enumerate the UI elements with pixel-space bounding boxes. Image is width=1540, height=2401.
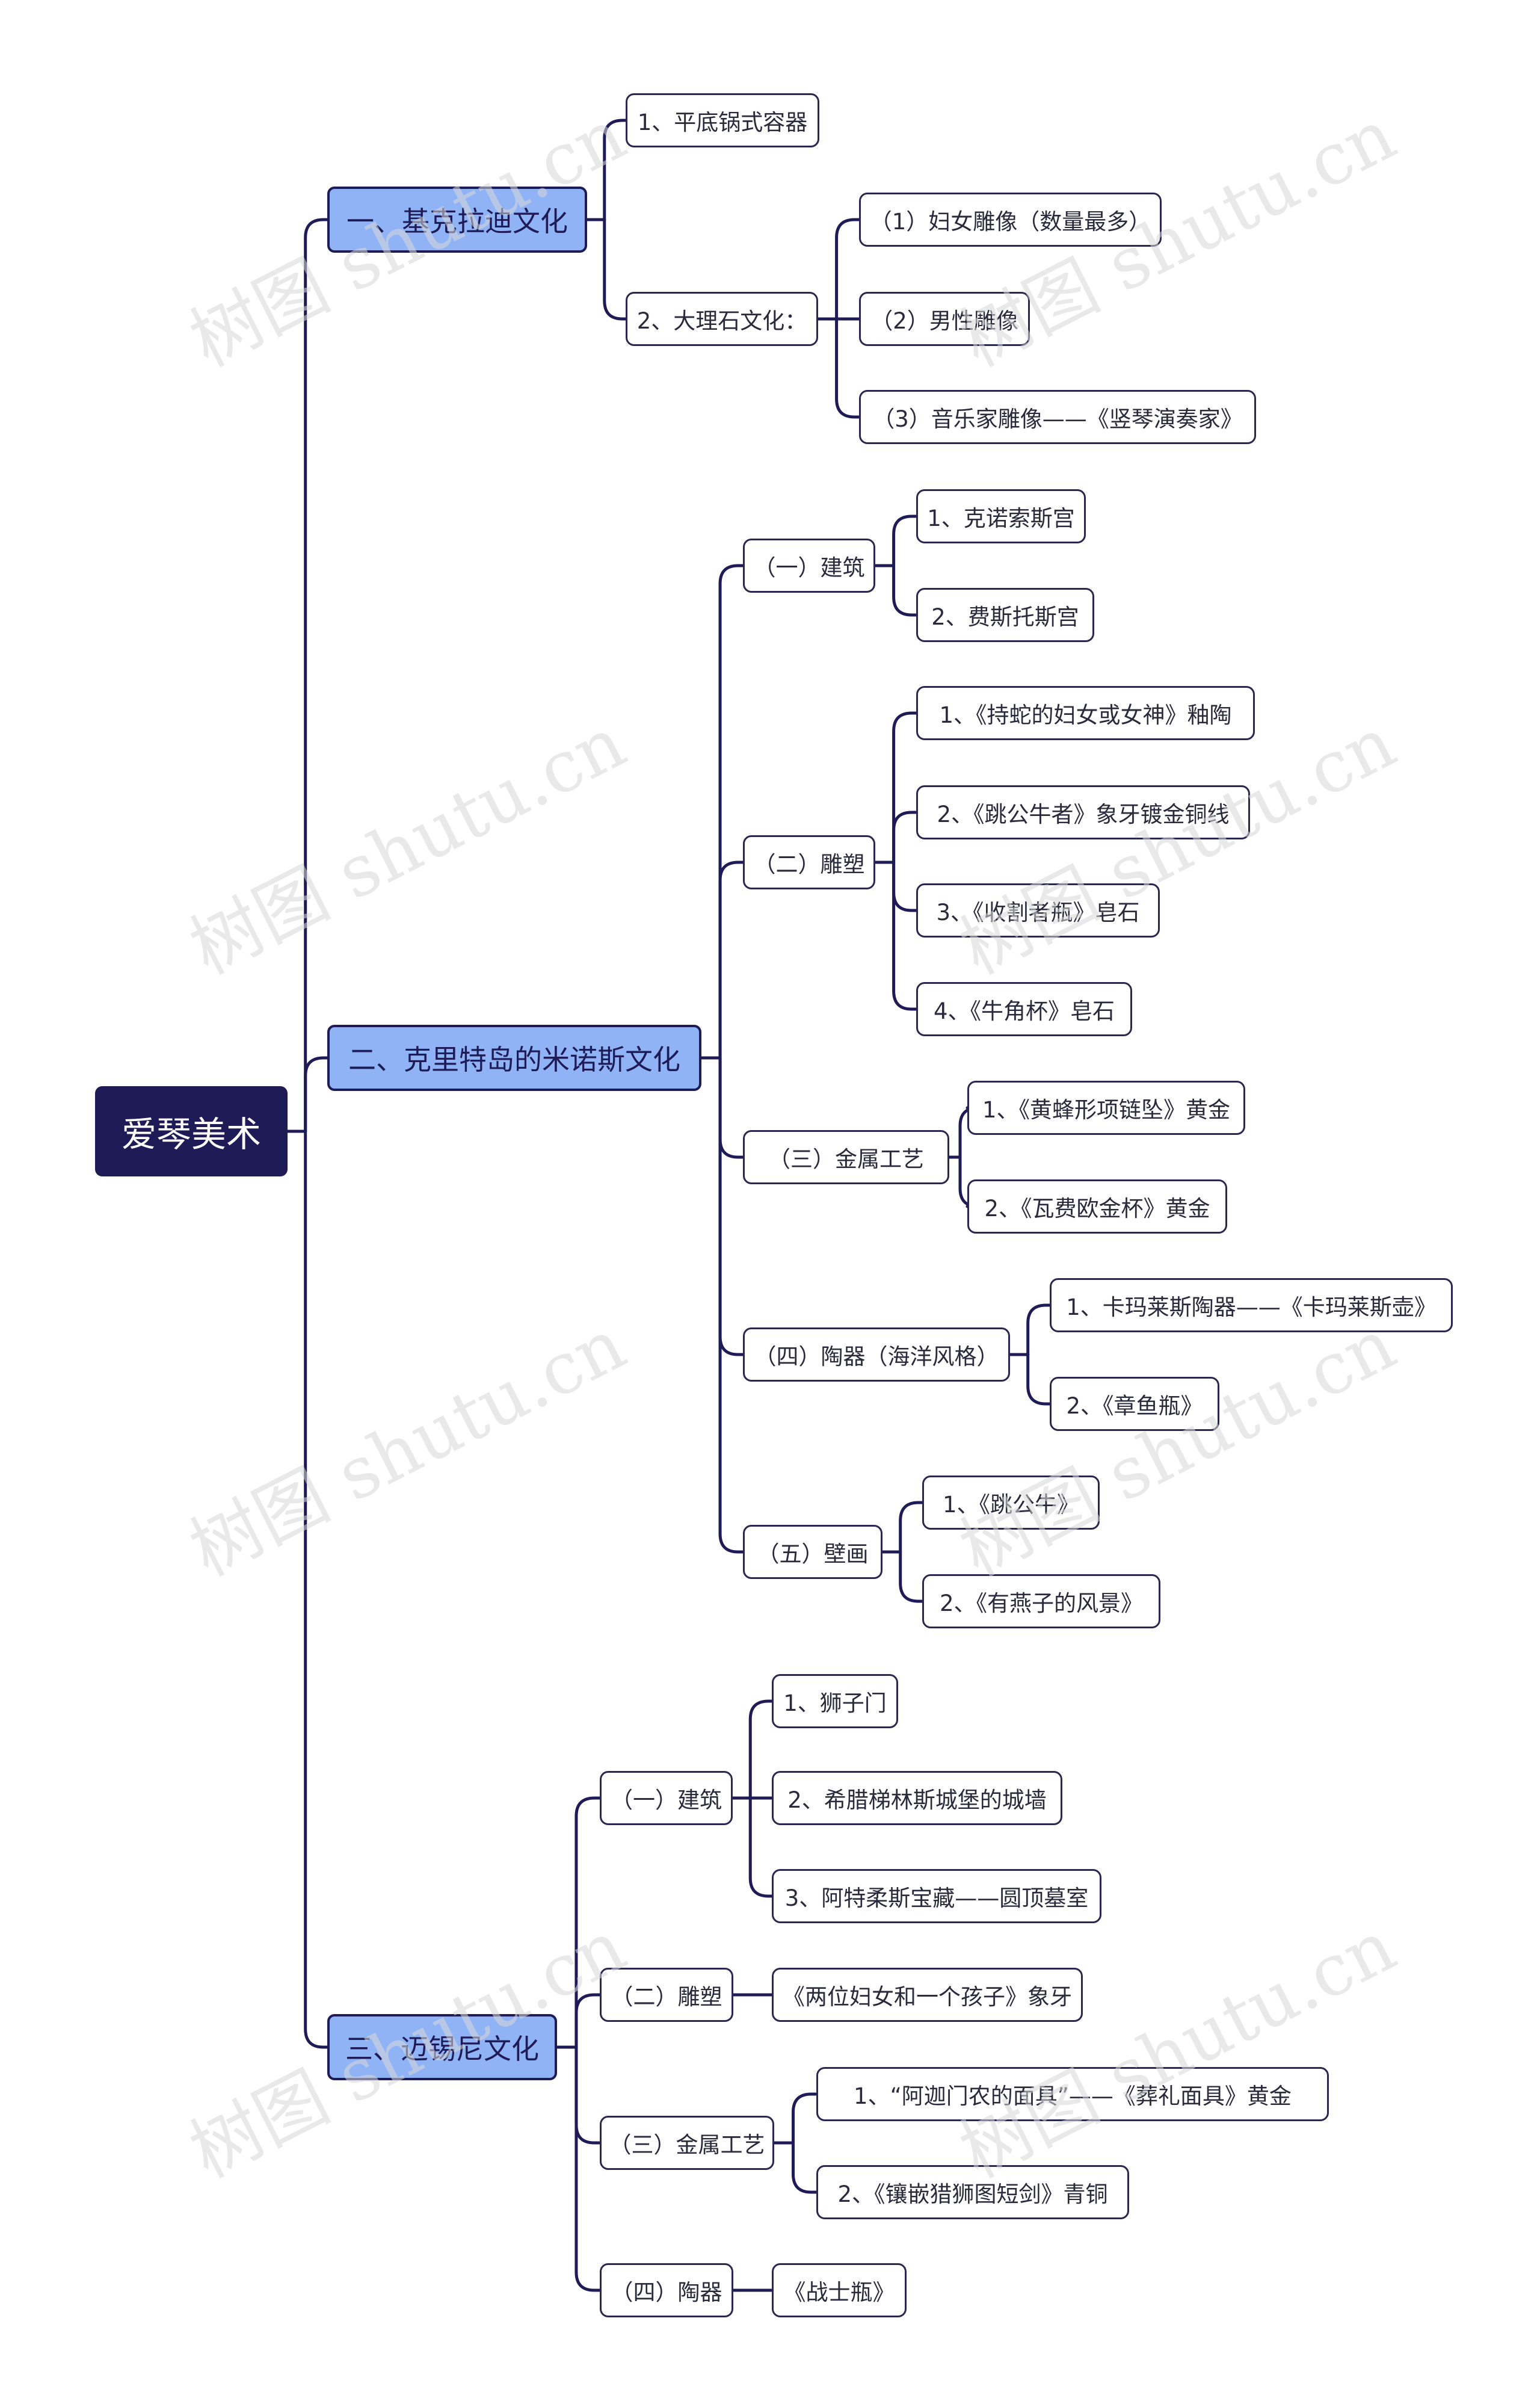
root-node[interactable]: 爱琴美术 (95, 1086, 288, 1176)
connector (792, 2141, 818, 2194)
subtopic-musician-figures[interactable]: （3）音乐家雕像——《竖琴演奏家》 (859, 390, 1256, 444)
connector (899, 1550, 924, 1603)
connector (603, 119, 627, 221)
topic-mycenaean-metalwork[interactable]: （三）金属工艺 (600, 2116, 774, 2170)
item-lion-hunt-dagger[interactable]: 2、《镶嵌猎狮图短剑》青铜 (816, 2165, 1129, 2219)
connector (748, 1699, 774, 1800)
item-octopus-jar[interactable]: 2、《章鱼瓶》 (1050, 1377, 1219, 1431)
topic-flat-pan-vessel[interactable]: 1、平底锅式容器 (626, 93, 819, 147)
item-snake-goddess[interactable]: 1、《持蛇的妇女或女神》釉陶 (916, 686, 1255, 740)
connector (835, 317, 861, 419)
connector (574, 1796, 602, 2049)
item-bull-rhyton[interactable]: 4、《牛角杯》皂石 (916, 982, 1132, 1036)
connector (892, 514, 918, 567)
connector (304, 218, 329, 1133)
item-phaistos-palace[interactable]: 2、费斯托斯宫 (916, 588, 1094, 642)
item-bull-leaping-fresco[interactable]: 1、《跳公牛》 (922, 1476, 1100, 1530)
item-agamemnon-mask[interactable]: 1、“阿迦门农的面具”——《葬礼面具》黄金 (816, 2067, 1329, 2121)
branch-mycenaean-culture[interactable]: 三、迈锡尼文化 (327, 2014, 557, 2080)
item-bull-leaper[interactable]: 2、《跳公牛者》象牙镀金铜线 (916, 785, 1250, 839)
connector (892, 564, 918, 617)
subtopic-female-figures[interactable]: （1）妇女雕像（数量最多） (859, 193, 1162, 247)
connector (892, 811, 918, 864)
item-harvester-vase[interactable]: 3、《收割者瓶》皂石 (916, 883, 1160, 938)
topic-minoan-architecture[interactable]: （一）建筑 (743, 539, 875, 593)
connector (899, 1501, 924, 1554)
topic-marble-culture[interactable]: 2、大理石文化： (626, 292, 818, 346)
connector (574, 2045, 602, 2292)
connector (718, 564, 745, 1060)
connector (603, 218, 627, 321)
connector (835, 218, 861, 321)
item-two-women-child[interactable]: 《两位妇女和一个孩子》象牙 (772, 1968, 1083, 2022)
item-vapheio-cup[interactable]: 2、《瓦费欧金杯》黄金 (967, 1179, 1227, 1234)
connector (892, 861, 918, 1011)
connector (748, 1796, 774, 1898)
connector (1026, 1353, 1052, 1406)
item-knossos-palace[interactable]: 1、克诺索斯宫 (916, 489, 1086, 543)
connector (718, 1056, 745, 1554)
branch-minoan-culture[interactable]: 二、克里特岛的米诺斯文化 (327, 1025, 701, 1091)
item-bee-pendant[interactable]: 1、《黄蜂形项链坠》黄金 (967, 1081, 1245, 1135)
connector (718, 1056, 745, 1356)
subtopic-male-figures[interactable]: （2）男性雕像 (859, 292, 1030, 346)
connector (892, 711, 918, 864)
connector (1026, 1303, 1052, 1356)
connector (792, 2092, 818, 2145)
topic-minoan-pottery[interactable]: （四）陶器（海洋风格） (743, 1327, 1010, 1382)
item-swallow-landscape[interactable]: 2、《有燕子的风景》 (922, 1574, 1160, 1628)
connector (574, 2045, 602, 2145)
connector (718, 861, 745, 1060)
connector (304, 1056, 329, 1133)
item-kamares-ware[interactable]: 1、卡玛莱斯陶器——《卡玛莱斯壶》 (1050, 1278, 1453, 1332)
topic-mycenaean-sculpture[interactable]: （二）雕塑 (600, 1968, 733, 2022)
item-warrior-vase[interactable]: 《战士瓶》 (772, 2263, 907, 2317)
item-tiryns-walls[interactable]: 2、希腊梯林斯城堡的城墙 (772, 1771, 1062, 1825)
connector (304, 1129, 329, 2049)
topic-minoan-frescoes[interactable]: （五）壁画 (743, 1525, 882, 1579)
connector (718, 1056, 745, 1159)
item-lion-gate[interactable]: 1、狮子门 (772, 1674, 898, 1728)
branch-cycladic-culture[interactable]: 一、基克拉迪文化 (327, 187, 587, 253)
topic-mycenaean-pottery[interactable]: （四）陶器 (600, 2263, 733, 2317)
topic-mycenaean-architecture[interactable]: （一）建筑 (600, 1771, 733, 1825)
connector (892, 861, 918, 912)
connector (574, 1993, 602, 2049)
item-treasury-of-atreus[interactable]: 3、阿特柔斯宝藏——圆顶墓室 (772, 1869, 1101, 1923)
topic-minoan-sculpture[interactable]: （二）雕塑 (743, 835, 875, 889)
topic-minoan-metalwork[interactable]: （三）金属工艺 (743, 1130, 949, 1184)
